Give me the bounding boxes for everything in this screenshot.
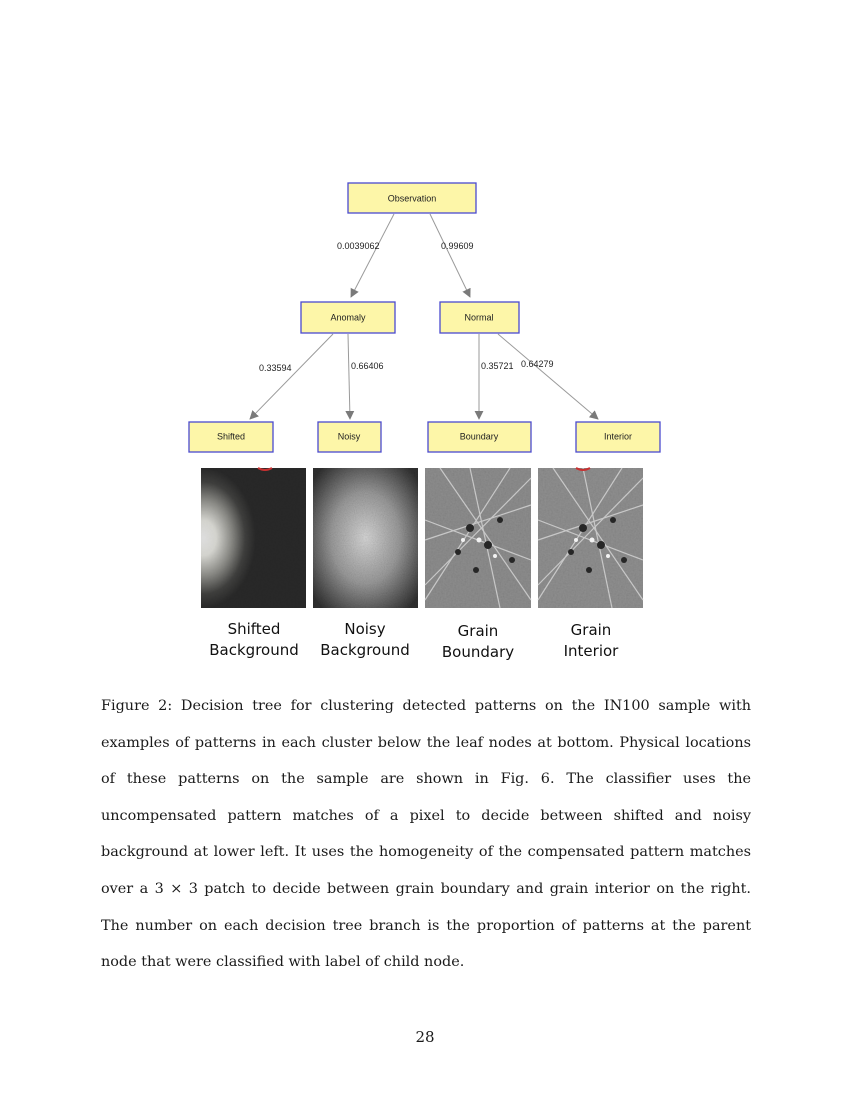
node-anomaly: Anomaly — [300, 301, 396, 334]
edge-anomaly-shifted — [249, 333, 334, 420]
edge-normal-interior — [497, 333, 599, 420]
edge-observation-anomaly — [350, 213, 395, 298]
edge-label-normal-interior: 0.64279 — [521, 359, 554, 369]
panel-label-interior-line2: Interior — [564, 642, 620, 660]
panel-label-noisy-line1: Noisy — [344, 620, 385, 638]
edge-label-normal-boundary: 0.35721 — [481, 361, 514, 371]
edge-label-observation-anomaly: 0.0039062 — [337, 241, 380, 251]
panel-label-boundary-line1: Grain — [458, 622, 499, 640]
panel-label-boundary-line2: Boundary — [442, 643, 514, 661]
grain-boundary-image — [424, 467, 532, 609]
node-observation: Observation — [347, 182, 477, 214]
figure-caption: Figure 2: Decision tree for clustering d… — [101, 688, 751, 981]
shifted-background-image — [201, 468, 306, 608]
node-boundary: Boundary — [427, 421, 532, 453]
node-observation-label: Observation — [388, 193, 437, 203]
node-noisy: Noisy — [317, 421, 382, 453]
node-interior-label: Interior — [604, 431, 632, 441]
grain-interior-image — [537, 467, 644, 609]
page-number: 28 — [415, 1028, 435, 1046]
node-anomaly-label: Anomaly — [330, 312, 366, 322]
panel-label-noisy-line2: Background — [320, 641, 410, 659]
panel-label-shifted-line1: Shifted — [228, 620, 281, 638]
node-shifted-label: Shifted — [217, 431, 245, 441]
panel-label-interior-line1: Grain — [571, 621, 612, 639]
node-noisy-label: Noisy — [338, 431, 361, 441]
red-mark-shifted — [257, 467, 273, 471]
panel-label-shifted-line2: Background — [209, 641, 299, 659]
decision-tree-figure: 0.0039062 0.99609 0.33594 0.66406 0.3572… — [188, 182, 661, 661]
node-shifted: Shifted — [188, 421, 274, 453]
caption-label: Figure 2: — [101, 698, 173, 714]
edge-observation-normal — [429, 213, 471, 298]
node-normal-label: Normal — [464, 312, 493, 322]
edge-label-anomaly-noisy: 0.66406 — [351, 361, 384, 371]
edge-label-anomaly-shifted: 0.33594 — [259, 363, 292, 373]
node-normal: Normal — [439, 301, 520, 334]
edge-label-observation-normal: 0.99609 — [441, 241, 474, 251]
node-interior: Interior — [575, 421, 661, 453]
caption-text: Decision tree for clustering detected pa… — [101, 698, 751, 971]
edge-anomaly-noisy — [345, 333, 355, 420]
noisy-background-image — [313, 468, 418, 608]
red-mark-interior — [575, 467, 591, 471]
node-boundary-label: Boundary — [460, 431, 499, 441]
